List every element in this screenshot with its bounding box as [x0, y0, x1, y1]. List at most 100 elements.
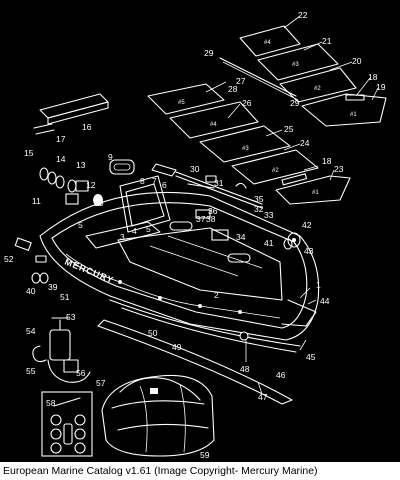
- part-number-label: 8: [140, 176, 145, 186]
- floor-panel-tag: #3: [242, 146, 249, 152]
- floor-panel-upper-3: [257, 43, 339, 81]
- part-number-label: 48: [240, 364, 250, 374]
- part-number-label: 50: [148, 328, 158, 338]
- floor-panel-tag: #4: [210, 122, 217, 128]
- part-number-label: 20: [352, 56, 362, 66]
- floor-panel-middle-5: [147, 83, 225, 115]
- part-number-label: 18: [322, 156, 332, 166]
- part-number-label: 2: [214, 290, 219, 300]
- part-number-label: 4: [132, 226, 137, 236]
- part-number-label: 34: [236, 232, 246, 242]
- repair-kit: [41, 391, 93, 457]
- oarlock: [195, 209, 211, 219]
- left-small-parts: [14, 237, 49, 284]
- floor-panel-tags: #4 #3 #2 #1 #5 #4 #3 #2 #1: [178, 40, 357, 196]
- part-number-label: 36: [208, 206, 218, 216]
- part-number-label: 14: [56, 154, 66, 164]
- part-number-labels: 1 2 3 4 5 5 6 7 8 9 10 11 12 13 14 15 16…: [4, 10, 386, 460]
- floor-panel-tag: #1: [312, 190, 319, 196]
- floor-panel-upper-4: [239, 25, 301, 57]
- part-number-label: 7: [152, 176, 157, 186]
- part-number-label: 30: [190, 164, 200, 174]
- part-number-label: 17: [56, 134, 66, 144]
- part-number-label: 52: [4, 254, 14, 264]
- part-number-label: 44: [320, 296, 330, 306]
- part-number-label: 53: [66, 312, 76, 322]
- floor-panel-tag: #2: [314, 86, 321, 92]
- boat-brand-logo: MERCURY: [63, 257, 115, 286]
- part-number-label: 27: [236, 76, 246, 86]
- carry-bag: [101, 374, 215, 457]
- floor-panel-tag: #2: [272, 168, 279, 174]
- image-caption: European Marine Catalog v1.61 (Image Cop…: [0, 462, 400, 480]
- motor-bracket-parts: [283, 232, 301, 250]
- part-number-label: 56: [76, 368, 86, 378]
- part-number-label: 59: [200, 450, 210, 460]
- part-number-label: 3: [120, 232, 125, 242]
- part-number-label: 45: [306, 352, 316, 362]
- part-number-label: 5: [78, 220, 83, 230]
- part-number-label: 38: [206, 214, 216, 224]
- inflatable-boat-hull: MERCURY: [39, 175, 320, 353]
- part-number-label: 26: [242, 98, 252, 108]
- part-number-label: 37: [196, 214, 206, 224]
- floor-panel-tag: #3: [292, 62, 299, 68]
- part-number-label: 19: [376, 82, 386, 92]
- part-number-label: 23: [334, 164, 344, 174]
- seat-board: [33, 93, 109, 135]
- part-number-label: 32: [254, 204, 264, 214]
- part-number-label: 31: [214, 178, 224, 188]
- end-strip-upper: [345, 94, 365, 101]
- floor-stringer-upper: [219, 57, 297, 97]
- part-number-label: 41: [264, 238, 274, 248]
- part-number-label: 22: [298, 10, 308, 20]
- part-number-label: 10: [94, 198, 104, 208]
- part-number-label: 15: [24, 148, 34, 158]
- floor-panel-tag: #5: [178, 100, 185, 106]
- exploded-parts-diagram: MERCURY: [4, 10, 387, 460]
- part-number-label: 49: [172, 342, 182, 352]
- foot-pump: [32, 317, 91, 383]
- part-number-label: 18: [368, 72, 378, 82]
- end-strip-middle: [281, 173, 308, 186]
- part-number-label: 9: [108, 152, 113, 162]
- leader-lines: [205, 15, 379, 395]
- carry-handle: [109, 159, 135, 175]
- keel-strip: [97, 319, 293, 405]
- floor-panel-middle-2: [231, 149, 319, 185]
- part-number-label: 35: [254, 194, 264, 204]
- part-number-label: 29: [290, 98, 300, 108]
- part-number-label: 39: [48, 282, 58, 292]
- part-number-label: 11: [32, 196, 41, 206]
- oar-set: [151, 163, 263, 241]
- middle-floorboard-set: [147, 83, 351, 205]
- floor-panel-middle-3: [199, 125, 291, 163]
- floor-panel-upper-1: [301, 93, 387, 127]
- part-number-label: 40: [26, 286, 36, 296]
- part-number-label: 13: [76, 160, 86, 170]
- part-number-label: 6: [162, 180, 167, 190]
- floor-panel-middle-4: [169, 101, 259, 139]
- floor-panel-tag: #4: [264, 40, 271, 46]
- oarlock-mount: [211, 229, 229, 241]
- part-number-label: 42: [302, 220, 312, 230]
- upper-floorboard-set: [219, 25, 387, 127]
- part-number-label: 25: [284, 124, 294, 134]
- part-number-label: 33: [264, 210, 274, 220]
- part-number-label: 12: [86, 180, 96, 190]
- part-number-label: 1: [316, 280, 321, 290]
- part-number-label: 21: [322, 36, 332, 46]
- valve-body: [65, 193, 79, 205]
- part-number-label: 43: [304, 246, 314, 256]
- part-number-label: 47: [258, 392, 268, 402]
- part-number-label: 16: [82, 122, 92, 132]
- part-number-label: 46: [276, 370, 286, 380]
- floor-panel-middle-1: [275, 175, 351, 205]
- part-number-label: 57: [96, 378, 106, 388]
- part-number-label: 24: [300, 138, 310, 148]
- floor-panel-tag: #1: [350, 112, 357, 118]
- part-number-label: 5: [146, 224, 151, 234]
- part-number-label: 28: [228, 84, 238, 94]
- part-number-label: 51: [60, 292, 70, 302]
